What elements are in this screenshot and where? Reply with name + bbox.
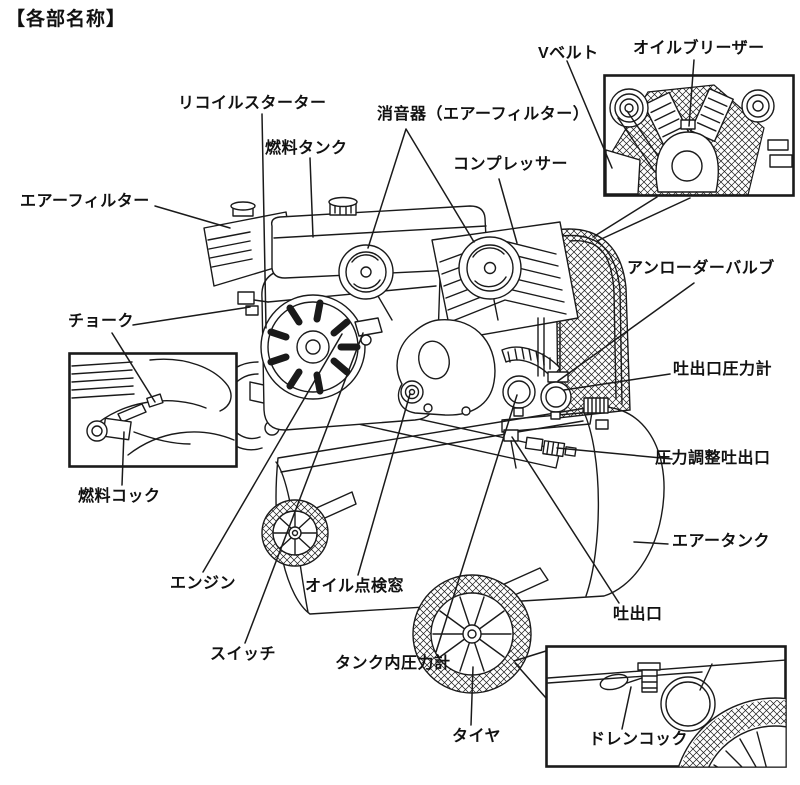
- inset-drain-cock-detail: [513, 645, 787, 768]
- engine-drawing: [203, 196, 488, 431]
- label-air-filter: エアーフィルター: [20, 193, 150, 210]
- label-v-belt: Vベルト: [538, 45, 599, 62]
- label-muffler-air-filter: 消音器（エアーフィルター）: [377, 106, 590, 123]
- label-drain-cock: ドレンコック: [589, 731, 689, 748]
- compressor-drawing: [338, 221, 631, 419]
- page-title: 【各部名称】: [6, 9, 127, 30]
- inset-vbelt-detail: [592, 74, 795, 242]
- label-tank-pressure-gauge: タンク内圧力計: [335, 655, 451, 672]
- label-oil-breather: オイルブリーザー: [633, 40, 765, 57]
- label-unloader-valve: アンローダーバルブ: [627, 260, 775, 277]
- label-fuel-tank: 燃料タンク: [265, 140, 348, 157]
- label-choke: チョーク: [68, 313, 135, 330]
- label-fuel-cock: 燃料コック: [78, 488, 161, 505]
- label-compressor: コンプレッサー: [453, 156, 569, 173]
- label-tire: タイヤ: [452, 728, 502, 745]
- small-wheel-drawing: [261, 491, 357, 567]
- label-pressure-adjust-outlet: 圧力調整吐出口: [655, 450, 771, 467]
- label-recoil-starter: リコイルスターター: [178, 95, 327, 112]
- label-engine: エンジン: [170, 575, 237, 592]
- label-switch: スイッチ: [210, 646, 277, 663]
- label-oil-check-window: オイル点検窓: [305, 578, 405, 595]
- leader-lines: [111, 59, 695, 730]
- label-discharge-outlet: 吐出口: [613, 606, 663, 623]
- inset-fuel-cock-detail: [68, 352, 238, 468]
- large-wheel-drawing: [412, 567, 549, 694]
- label-discharge-pressure-gauge: 吐出口圧力計: [673, 361, 773, 378]
- label-air-tank: エアータンク: [672, 533, 771, 550]
